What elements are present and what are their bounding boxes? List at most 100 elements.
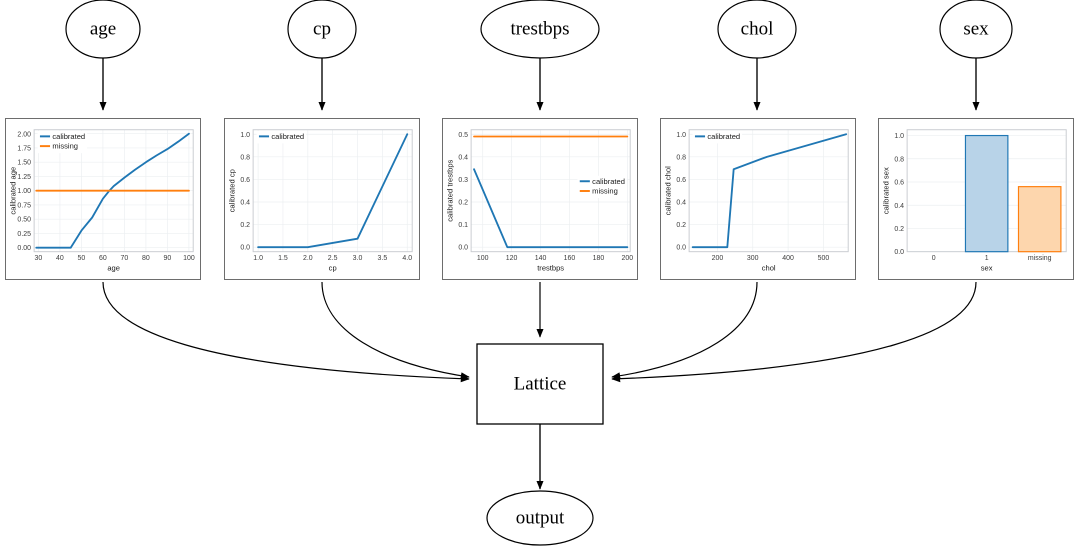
svg-text:calibrated trestbps: calibrated trestbps: [446, 159, 455, 221]
input-node-label: chol: [741, 18, 774, 39]
svg-text:0.2: 0.2: [458, 200, 468, 207]
svg-text:60: 60: [99, 255, 107, 262]
svg-text:calibrated: calibrated: [52, 132, 85, 141]
calibrator-panel-cp[interactable]: 0.0 0.2 0.4 0.6 0.8 1.0 calibrated cp 1.0 1.5 2.0…: [224, 118, 420, 280]
input-node-label: trestbps: [510, 18, 569, 39]
svg-text:calibrated: calibrated: [592, 177, 625, 186]
svg-text:0.0: 0.0: [240, 245, 250, 252]
lattice-node-label: Lattice: [514, 373, 567, 394]
svg-text:trestbps: trestbps: [537, 263, 564, 272]
svg-text:0.1: 0.1: [458, 222, 468, 229]
input-node-cp[interactable]: cp: [287, 0, 357, 59]
svg-text:1.5: 1.5: [278, 255, 288, 262]
svg-text:3.0: 3.0: [353, 255, 363, 262]
svg-text:2.00: 2.00: [17, 131, 31, 138]
svg-text:0.00: 0.00: [17, 245, 31, 252]
svg-text:1.0: 1.0: [676, 132, 686, 139]
input-node-label: age: [90, 18, 116, 39]
input-node-label: sex: [963, 18, 989, 39]
svg-text:calibrated: calibrated: [707, 132, 740, 141]
edges-input-to-calibrator: [99, 58, 980, 111]
svg-text:age: age: [107, 263, 120, 272]
svg-text:chol: chol: [762, 263, 776, 272]
svg-text:0.0: 0.0: [676, 245, 686, 252]
svg-text:200: 200: [621, 255, 633, 262]
ellipse-shape: [717, 0, 797, 59]
svg-text:0.6: 0.6: [894, 180, 904, 187]
age-calibration-chart: 0.000.250.500.751.001.251.501.752.00cali…: [9, 129, 195, 272]
input-node-chol[interactable]: chol: [717, 0, 797, 59]
svg-text:calibrated cp: calibrated cp: [228, 169, 237, 212]
svg-text:1.50: 1.50: [17, 160, 31, 167]
svg-text:0.6: 0.6: [676, 177, 686, 184]
svg-text:400: 400: [782, 255, 794, 262]
svg-text:missing: missing: [1028, 255, 1052, 262]
svg-text:1.75: 1.75: [17, 145, 31, 152]
svg-text:0.75: 0.75: [17, 202, 31, 209]
svg-text:0.0: 0.0: [894, 249, 904, 256]
svg-text:160: 160: [564, 255, 576, 262]
svg-text:200: 200: [712, 255, 724, 262]
svg-text:0.8: 0.8: [676, 154, 686, 161]
svg-text:0.8: 0.8: [240, 154, 250, 161]
lattice-node[interactable]: Lattice: [476, 343, 604, 425]
output-node[interactable]: output: [486, 490, 594, 546]
svg-text:0.3: 0.3: [458, 177, 468, 184]
svg-text:50: 50: [78, 255, 86, 262]
ellipse-shape: [480, 0, 600, 59]
svg-text:100: 100: [477, 255, 489, 262]
svg-text:cp: cp: [329, 263, 337, 272]
svg-text:0.6: 0.6: [240, 177, 250, 184]
svg-text:1.0: 1.0: [253, 255, 263, 262]
svg-text:calibrated age: calibrated age: [9, 167, 18, 215]
input-node-trestbps[interactable]: trestbps: [480, 0, 600, 59]
svg-text:0.2: 0.2: [240, 222, 250, 229]
input-node-age[interactable]: age: [65, 0, 141, 59]
svg-text:0.0: 0.0: [458, 245, 468, 252]
svg-text:0.4: 0.4: [240, 200, 250, 207]
cp-calibration-chart: 0.0 0.2 0.4 0.6 0.8 1.0 calibrated cp 1.0 1.5 2.0…: [228, 129, 413, 272]
ellipse-shape: [287, 0, 357, 59]
ellipse-shape: [486, 490, 594, 546]
svg-text:3.5: 3.5: [378, 255, 388, 262]
svg-text:80: 80: [142, 255, 150, 262]
svg-text:70: 70: [121, 255, 129, 262]
svg-text:100: 100: [183, 255, 195, 262]
svg-text:4.0: 4.0: [402, 255, 412, 262]
svg-text:500: 500: [818, 255, 830, 262]
input-node-sex[interactable]: sex: [939, 0, 1013, 59]
svg-text:1.00: 1.00: [17, 188, 31, 195]
svg-text:180: 180: [593, 255, 605, 262]
ellipse-shape: [65, 0, 141, 59]
svg-text:120: 120: [506, 255, 518, 262]
svg-text:300: 300: [747, 255, 759, 262]
svg-text:2.0: 2.0: [303, 255, 313, 262]
svg-text:0.50: 0.50: [17, 217, 31, 224]
svg-text:40: 40: [56, 255, 64, 262]
svg-text:0.2: 0.2: [894, 226, 904, 233]
svg-text:calibrated sex: calibrated sex: [882, 167, 891, 214]
svg-text:0.2: 0.2: [676, 222, 686, 229]
svg-text:0.4: 0.4: [894, 203, 904, 210]
svg-text:calibrated: calibrated: [271, 132, 304, 141]
svg-text:0.4: 0.4: [458, 154, 468, 161]
output-node-label: output: [516, 507, 565, 528]
svg-text:calibrated chol: calibrated chol: [664, 166, 673, 215]
svg-text:missing: missing: [52, 142, 78, 151]
svg-text:sex: sex: [981, 263, 993, 272]
svg-text:2.5: 2.5: [328, 255, 338, 262]
svg-text:140: 140: [535, 255, 547, 262]
ellipse-shape: [939, 0, 1013, 59]
svg-text:1.0: 1.0: [240, 132, 250, 139]
svg-text:1.25: 1.25: [17, 174, 31, 181]
svg-text:0: 0: [932, 255, 936, 262]
svg-text:0.8: 0.8: [894, 156, 904, 163]
